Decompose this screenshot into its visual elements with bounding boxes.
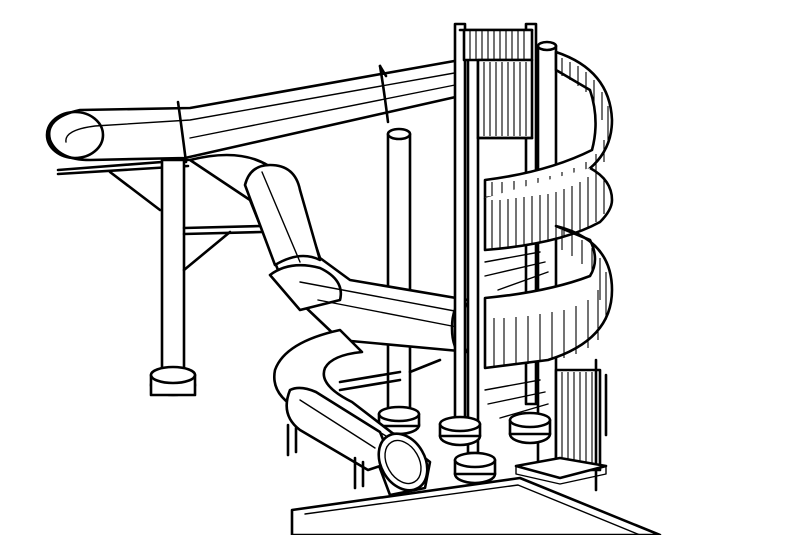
spiral-stair-railing bbox=[483, 50, 614, 419]
center-support-column bbox=[377, 127, 421, 436]
entry-gate bbox=[554, 358, 608, 492]
upper-slide-tube bbox=[45, 58, 462, 164]
left-support-column bbox=[56, 158, 264, 397]
lower-slide-tube bbox=[272, 328, 442, 497]
spiral-stair-column bbox=[536, 40, 558, 468]
landing-pool bbox=[290, 476, 662, 535]
tower-footings bbox=[438, 411, 608, 485]
middle-slide-tube bbox=[188, 153, 474, 356]
